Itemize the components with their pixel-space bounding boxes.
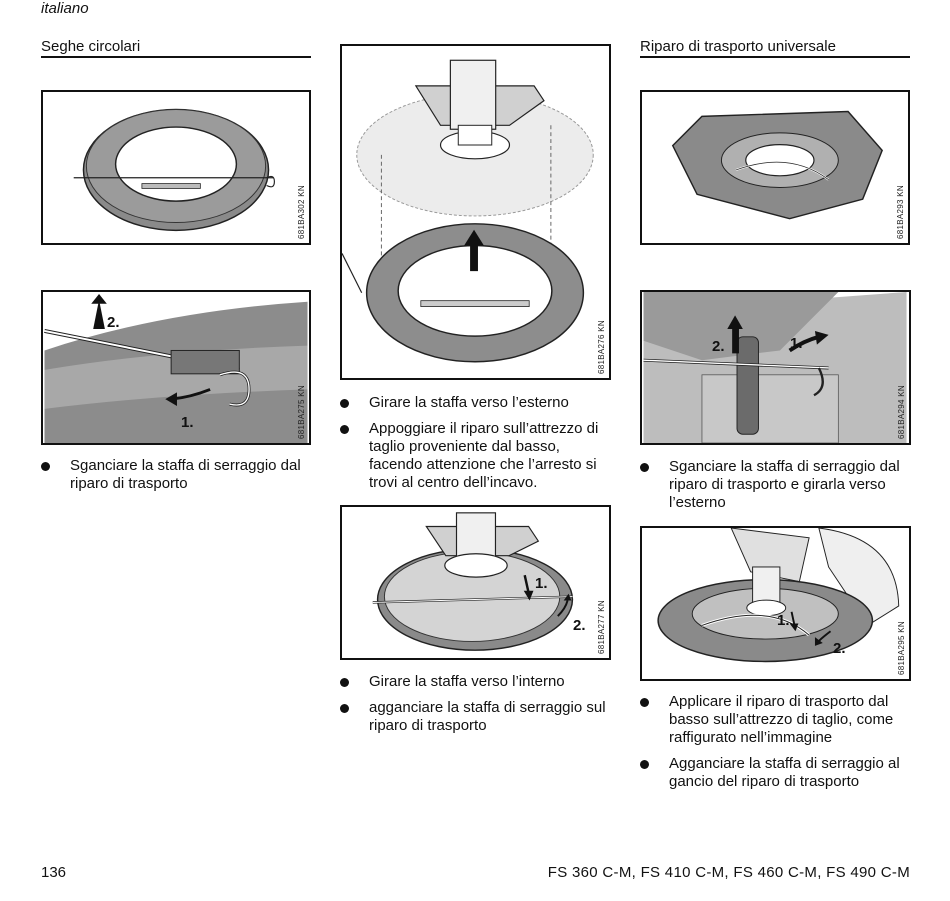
figure-code: 681BA295 KN [897, 620, 906, 675]
language-label: italiano [41, 0, 89, 17]
step-label-1: 1. [535, 575, 548, 592]
left-instruction-list: Sganciare la staffa di serraggio dal rip… [41, 457, 316, 501]
bullet-icon [640, 463, 649, 472]
step-label-1: 1. [181, 414, 194, 431]
list-item: agganciare la staffa di serraggio sul ri… [340, 699, 615, 735]
step-label-2: 2. [107, 314, 120, 331]
bullet-icon [340, 704, 349, 713]
step-label-2: 2. [573, 617, 586, 634]
step-label-2: 2. [712, 338, 725, 355]
bullet-icon [41, 462, 50, 471]
bullet-icon [340, 678, 349, 687]
bullet-icon [340, 425, 349, 434]
step-label-1: 1. [777, 612, 790, 629]
figure-code: 681BA275 KN [297, 384, 306, 439]
list-item: Girare la staffa verso l’esterno [340, 394, 615, 412]
figure-apply-universal-guard: 1. 2. 681BA295 KN [640, 526, 911, 681]
figure-code: 681BA302 KN [297, 184, 306, 239]
step-label-1: 1. [790, 335, 803, 352]
bullet-icon [640, 698, 649, 707]
hook-clamp-illustration [372, 512, 574, 651]
universal-guard-illustration [671, 110, 884, 220]
figure-code: 681BA294 KN [897, 384, 906, 439]
heading-rule [640, 56, 910, 58]
right-instruction-list-top: Sganciare la staffa di serraggio dal rip… [640, 458, 915, 520]
heading-rule [41, 56, 311, 58]
list-item: Applicare il riparo di trasporto dal bas… [640, 693, 915, 747]
middle-instruction-list-top: Girare la staffa verso l’esterno Appoggi… [340, 394, 615, 500]
middle-instruction-list-bottom: Girare la staffa verso l’interno agganci… [340, 673, 615, 743]
figure-unhook-universal: 2. 1. 681BA294 KN [640, 290, 911, 445]
list-item: Appoggiare il riparo sull’attrezzo di ta… [340, 420, 615, 492]
list-item: Sganciare la staffa di serraggio dal rip… [41, 457, 316, 493]
guard-ring-illustration [73, 108, 275, 232]
guard-on-blade-illustration [342, 59, 594, 363]
figure-code: 681BA277 KN [597, 599, 606, 654]
right-instruction-list-bottom: Applicare il riparo di trasporto dal bas… [640, 693, 915, 799]
unhook-clamp-illustration [44, 293, 308, 443]
figure-transport-guard-ring: 681BA302 KN [41, 90, 311, 245]
section-heading-universal-guard: Riparo di trasporto universale [640, 38, 836, 55]
list-item: Agganciare la staffa di serraggio al gan… [640, 755, 915, 791]
figure-place-guard-on-blade: 681BA276 KN [340, 44, 611, 380]
unhook-universal-illustration [643, 292, 907, 443]
figure-universal-guard: 681BA293 KN [640, 90, 910, 245]
section-heading-circular-saws: Seghe circolari [41, 38, 141, 55]
page-number: 136 [41, 864, 67, 881]
bullet-icon [340, 399, 349, 408]
figure-code: 681BA276 KN [597, 319, 606, 374]
apply-universal-guard-illustration [657, 528, 900, 663]
list-item: Girare la staffa verso l’interno [340, 673, 615, 691]
figure-code: 681BA293 KN [896, 184, 905, 239]
model-list: FS 360 C-M, FS 410 C-M, FS 460 C-M, FS 4… [547, 864, 910, 881]
list-item: Sganciare la staffa di serraggio dal rip… [640, 458, 915, 512]
bullet-icon [640, 760, 649, 769]
step-label-2: 2. [833, 640, 846, 657]
figure-unhook-clamp: 2. 1. 681BA275 KN [41, 290, 311, 445]
figure-hook-clamp-on-guard: 1. 2. 681BA277 KN [340, 505, 611, 660]
